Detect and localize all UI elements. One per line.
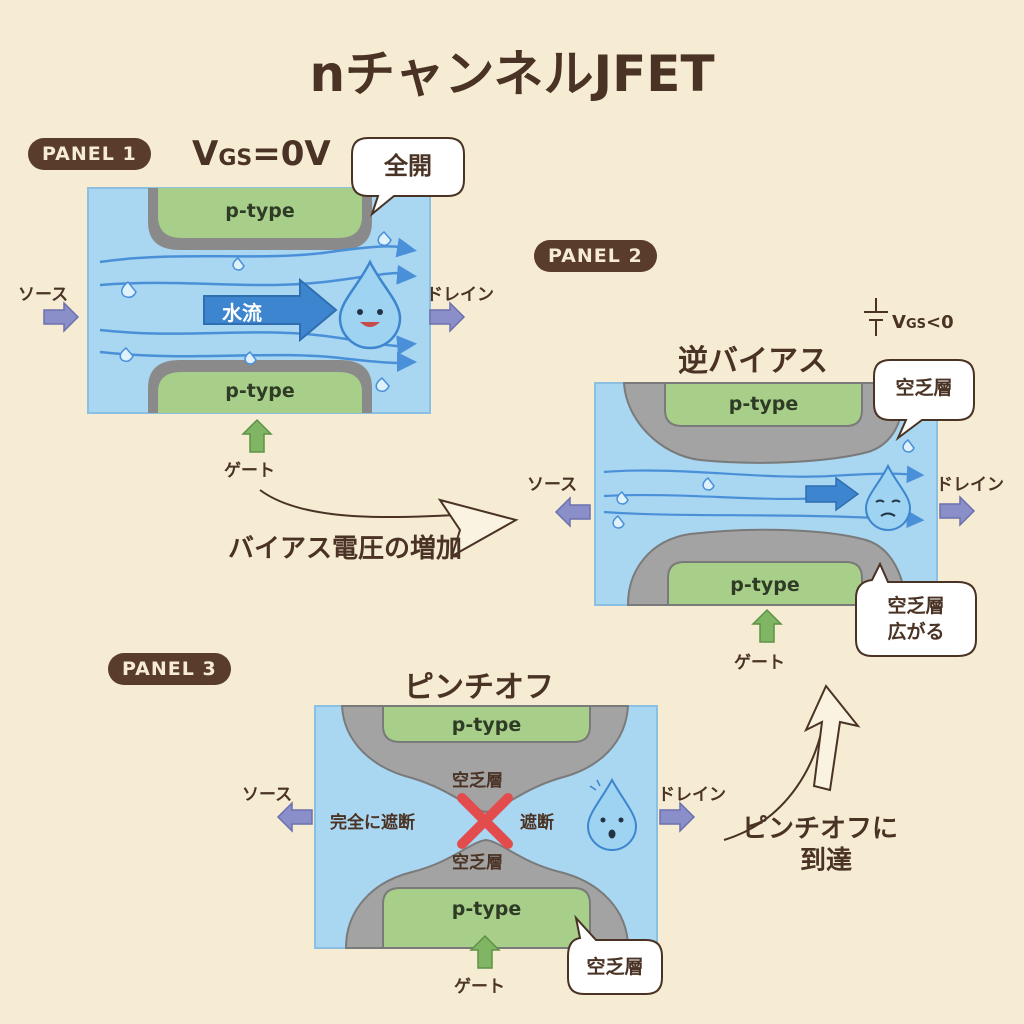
panel1-vgs-v: V <box>192 134 219 174</box>
panel1-gate-label: ゲート <box>224 461 275 481</box>
panel2-top-gate <box>664 382 863 427</box>
panel3-bubble-shape <box>567 914 663 995</box>
transition-arrow-1 <box>259 489 471 519</box>
panel3-top-gate <box>382 705 591 743</box>
panel2-drain-label: ドレイン <box>936 475 1004 495</box>
panel2-badge: PANEL 2 <box>534 240 657 272</box>
panel1-stream <box>99 350 417 373</box>
droplet <box>232 256 245 271</box>
panel1-source-arrow <box>43 301 80 333</box>
panel1-stream <box>99 237 417 264</box>
droplet <box>121 280 137 299</box>
panel2-stream <box>603 493 821 501</box>
panel2-vgs-label: VGS<0 <box>892 312 954 333</box>
panel2-bubble-top-text: 空乏層 <box>895 377 953 399</box>
transition2-label-line1: ピンチオフに <box>742 814 899 844</box>
panel2-heading: 逆バイアス <box>678 344 828 379</box>
panel2-gate-arrow <box>751 608 783 643</box>
panel1-flow-label: 水流 <box>222 301 262 325</box>
panel3-gate-arrow <box>469 934 501 969</box>
worried-droplet-character <box>864 463 912 531</box>
panel2-gate-label: ゲート <box>734 653 785 673</box>
panel1-flow-arrow <box>203 277 338 343</box>
battery-symbol <box>864 298 888 336</box>
panel2-flow-arrow <box>805 476 860 512</box>
panel1-channel <box>87 187 431 414</box>
droplet <box>119 346 134 363</box>
panel2-bottom-gate-label: p-type <box>730 574 800 596</box>
panel3-source-arrow <box>276 801 313 833</box>
panel2-vgs-val: <0 <box>925 312 954 333</box>
panel3-drain-label: ドレイン <box>658 785 726 805</box>
panel1-vgs-sub: GS <box>218 146 253 171</box>
panel1-stream <box>99 328 417 356</box>
panel2-source-label: ソース <box>527 475 578 495</box>
panel2-source-arrow <box>554 496 591 528</box>
panel3-bottom-gate-label: p-type <box>451 898 522 920</box>
panel2-drain-arrow <box>939 495 976 527</box>
panel2-bubble-top-shape <box>873 359 975 442</box>
panel3-depletion-bottom-label: 空乏層 <box>452 853 503 873</box>
panel3-top-gate-label: p-type <box>451 714 522 736</box>
droplet <box>902 438 915 453</box>
panel1-source-label: ソース <box>18 285 69 305</box>
panel2-bubble-bottom-line2: 広がる <box>887 621 945 643</box>
panel1-drain-label: ドレイン <box>426 285 494 305</box>
panel3-badge: PANEL 3 <box>108 653 231 685</box>
panel1-gate-arrow <box>241 418 273 453</box>
panel3-right-label: 遮断 <box>520 813 554 833</box>
droplet <box>244 350 257 365</box>
transition1-label: バイアス電圧の増加 <box>228 534 463 564</box>
panel3-source-label: ソース <box>242 785 293 805</box>
panel1-bottom-gate-label: p-type <box>225 380 295 402</box>
surprised-droplet-character <box>586 777 638 851</box>
panel1-top-gate-label: p-type <box>225 200 295 222</box>
droplet <box>375 376 390 393</box>
page-title: nチャンネルJFET <box>309 45 715 103</box>
panel1-badge: PANEL 1 <box>28 138 151 170</box>
panel3-bubble-text: 空乏層 <box>586 956 644 978</box>
panel1-top-gate <box>158 188 362 238</box>
panel1-bottom-gate <box>158 372 362 413</box>
panel2-vgs-sub: GS <box>905 317 926 332</box>
blocked-cross-icon <box>457 793 513 849</box>
happy-droplet-character <box>338 259 402 350</box>
panel3-bottom-gate <box>382 887 591 949</box>
droplet <box>702 476 715 491</box>
panel1-vgs-label: VGS=0V <box>192 134 331 174</box>
panel3-heading: ピンチオフ <box>404 670 554 705</box>
transition2-label-line2: 到達 <box>800 846 853 876</box>
panel3-channel <box>314 705 658 949</box>
droplet <box>616 490 629 505</box>
panel2-bubble-bottom-line1: 空乏層 <box>887 595 945 617</box>
panel3-depletion-top-label: 空乏層 <box>452 771 503 791</box>
panel1-drain-arrow <box>429 301 466 333</box>
panel3-left-label: 完全に遮断 <box>330 813 415 833</box>
panel2-bubble-bottom-shape <box>855 561 977 657</box>
transition-arrow-1-head <box>437 498 519 559</box>
panel1-vgs-val: =0V <box>252 134 331 174</box>
transition-arrow-2-head <box>803 684 861 792</box>
panel3-drain-arrow <box>659 801 696 833</box>
panel1-stream <box>99 264 417 287</box>
panel2-vgs-v: V <box>892 312 906 333</box>
panel2-top-gate-label: p-type <box>728 393 799 415</box>
panel3-gate-label: ゲート <box>454 977 505 997</box>
droplet <box>377 230 392 247</box>
panel1-bubble-text: 全開 <box>384 152 432 180</box>
panel2-bottom-gate <box>667 561 863 606</box>
droplet <box>612 514 625 529</box>
panel1-bubble-shape <box>351 137 465 217</box>
panel2-stream <box>603 465 925 484</box>
